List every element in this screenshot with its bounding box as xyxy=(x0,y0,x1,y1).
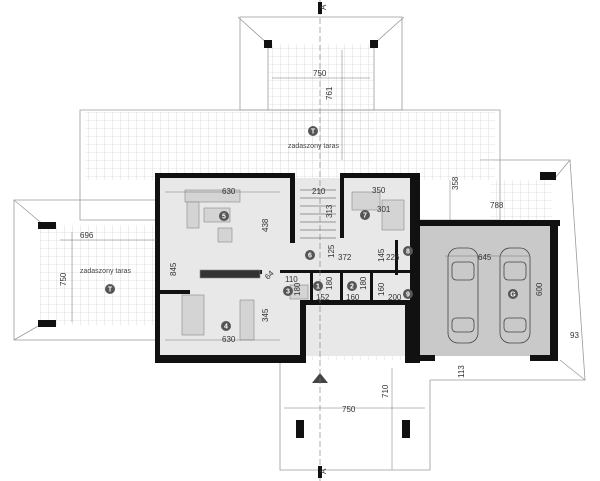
room-badge-3: 3 xyxy=(283,286,293,296)
room-badge-9: 9 xyxy=(403,289,413,299)
room-badge-2: 2 xyxy=(347,281,357,291)
svg-text:7: 7 xyxy=(363,213,367,220)
svg-text:2: 2 xyxy=(350,284,354,291)
dim-room7-depth: 301 xyxy=(377,205,391,214)
room-badge-6: 6 xyxy=(305,250,315,260)
top-terrace xyxy=(85,40,495,180)
dim-left-height: 845 xyxy=(169,262,178,276)
dim-room1-depth: 180 xyxy=(325,276,334,290)
room-badge-1: 1 xyxy=(313,281,323,291)
dim-left-terrace-width: 696 xyxy=(80,231,94,240)
dim-garage-depth: 600 xyxy=(535,282,544,296)
dim-kitchen-depth: 345 xyxy=(261,308,270,322)
section-marker-top: A xyxy=(319,4,328,10)
svg-text:6: 6 xyxy=(308,253,312,260)
dim-room9-depth: 160 xyxy=(377,282,386,296)
room-badges: 1 2 3 4 5 6 7 8 9 T T G xyxy=(105,126,518,331)
left-terrace xyxy=(38,222,158,327)
room-badge-5: 5 xyxy=(219,211,229,221)
section-marker-bottom: A xyxy=(319,468,328,474)
dim-garage-right: 93 xyxy=(570,331,579,340)
dim-entrance-width: 750 xyxy=(342,405,356,414)
room-badge-terrace-left: T xyxy=(105,284,115,294)
dim-stair-width: 210 xyxy=(312,187,326,196)
dim-right-offset: 358 xyxy=(451,176,460,190)
dim-garage-offset: 788 xyxy=(490,201,504,210)
dim-room9-width: 200 xyxy=(388,293,402,302)
room-badge-garage: G xyxy=(508,289,518,299)
dimension-lines xyxy=(60,50,530,470)
dim-living-width: 630 xyxy=(222,187,236,196)
dim-top-terrace-width: 750 xyxy=(313,69,327,78)
dim-room1-width: 152 xyxy=(316,293,330,302)
svg-text:1: 1 xyxy=(316,284,320,291)
svg-text:T: T xyxy=(108,287,113,294)
dim-bath-depth: 145 xyxy=(377,248,386,262)
dim-room3-width: 110 xyxy=(285,275,298,284)
svg-text:4: 4 xyxy=(224,324,228,331)
svg-text:5: 5 xyxy=(222,214,226,221)
dim-garage-width: 645 xyxy=(478,253,492,262)
dim-room7-width: 350 xyxy=(372,186,386,195)
garage-cars xyxy=(447,247,531,344)
svg-text:3: 3 xyxy=(286,289,290,296)
room-badge-8: 8 xyxy=(403,246,413,256)
dim-living-depth: 438 xyxy=(261,218,270,232)
dim-stair-depth: 313 xyxy=(325,204,334,218)
right-terrace xyxy=(490,172,556,220)
terrace-label-left: zadaszony taras xyxy=(80,268,131,275)
svg-text:8: 8 xyxy=(406,249,410,256)
exterior-walls xyxy=(155,173,560,363)
dim-top-terrace-depth: 761 xyxy=(325,86,334,100)
room-badge-4: 4 xyxy=(221,321,231,331)
dimension-texts: 750 761 630 438 630 345 845 210 313 350 … xyxy=(59,69,579,414)
dim-garage-front: 113 xyxy=(457,365,466,378)
staircase xyxy=(300,189,336,239)
dim-room2-depth: 180 xyxy=(359,276,368,290)
room-badge-terrace-top: T xyxy=(308,126,318,136)
terrace-label-top: zadaszony taras xyxy=(288,143,339,150)
dim-hall-small: 125 xyxy=(327,244,336,258)
dim-room2-width: 160 xyxy=(346,293,360,302)
svg-text:G: G xyxy=(510,292,516,299)
dim-left-terrace-depth: 750 xyxy=(59,272,68,286)
dim-entrance-depth: 710 xyxy=(381,384,390,398)
svg-text:T: T xyxy=(311,129,316,136)
dim-room3-depth: 180 xyxy=(293,282,302,296)
section-line: A A xyxy=(318,0,328,481)
dim-kitchen-width: 630 xyxy=(222,335,236,344)
dim-hall-width: 372 xyxy=(338,253,352,262)
room-badge-7: 7 xyxy=(360,210,370,220)
svg-text:9: 9 xyxy=(406,292,410,299)
dim-bath-width: 226 xyxy=(386,253,400,262)
